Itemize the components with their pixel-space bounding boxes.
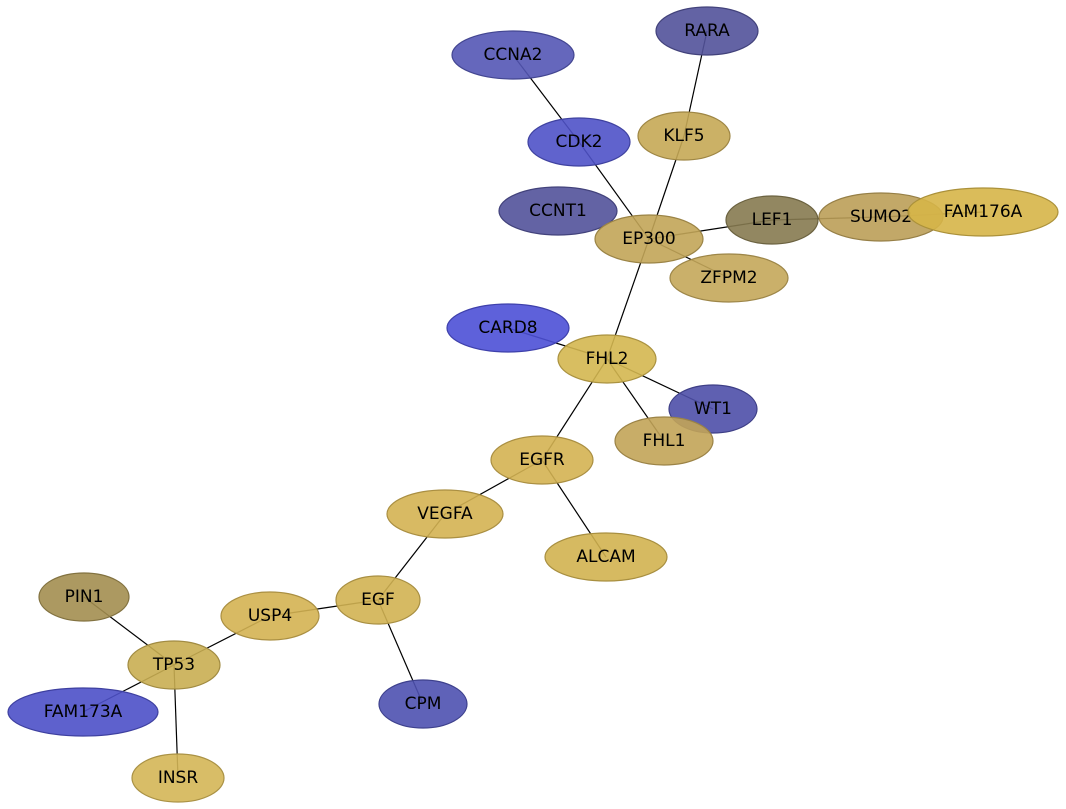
node-label: EGF <box>361 590 395 610</box>
node-fam173a[interactable]: FAM173A <box>7 687 159 737</box>
node-ellipse <box>386 489 504 539</box>
node-label: ALCAM <box>576 547 635 567</box>
node-alcam[interactable]: ALCAM <box>544 532 668 582</box>
node-card8[interactable]: CARD8 <box>446 303 570 353</box>
node-label: LEF1 <box>752 210 793 230</box>
node-label: WT1 <box>694 399 732 419</box>
node-label: INSR <box>158 768 199 788</box>
node-lef1[interactable]: LEF1 <box>725 195 819 245</box>
node-ellipse <box>557 334 657 384</box>
node-ellipse <box>594 214 704 264</box>
node-zfpm2[interactable]: ZFPM2 <box>669 253 789 303</box>
node-label: EGFR <box>519 450 565 470</box>
node-cpm[interactable]: CPM <box>378 679 468 729</box>
node-ellipse <box>655 6 759 56</box>
node-fam176a[interactable]: FAM176A <box>907 187 1059 237</box>
node-label: VEGFA <box>417 504 473 524</box>
node-ellipse <box>38 572 130 622</box>
node-ccnt1[interactable]: CCNT1 <box>498 186 618 236</box>
node-label: RARA <box>684 21 730 41</box>
node-label: FHL2 <box>586 349 629 369</box>
node-label: TP53 <box>152 655 195 675</box>
node-ellipse <box>498 186 618 236</box>
node-rara[interactable]: RARA <box>655 6 759 56</box>
node-ellipse <box>7 687 159 737</box>
node-ellipse <box>544 532 668 582</box>
node-insr[interactable]: INSR <box>131 753 225 803</box>
node-label: CCNT1 <box>529 201 587 221</box>
node-ellipse <box>446 303 570 353</box>
node-label: PIN1 <box>65 587 104 607</box>
node-ellipse <box>378 679 468 729</box>
node-ellipse <box>220 591 320 641</box>
node-ccna2[interactable]: CCNA2 <box>451 30 575 80</box>
node-ellipse <box>637 111 731 161</box>
node-fhl1[interactable]: FHL1 <box>614 416 714 466</box>
node-egf[interactable]: EGF <box>335 575 421 625</box>
node-label: SUMO2 <box>850 207 912 227</box>
node-ellipse <box>451 30 575 80</box>
node-fhl2[interactable]: FHL2 <box>557 334 657 384</box>
node-label: FHL1 <box>643 431 686 451</box>
node-ep300[interactable]: EP300 <box>594 214 704 264</box>
node-pin1[interactable]: PIN1 <box>38 572 130 622</box>
node-ellipse <box>614 416 714 466</box>
node-ellipse <box>527 117 631 167</box>
node-label: CDK2 <box>556 132 603 152</box>
node-ellipse <box>131 753 225 803</box>
node-label: CCNA2 <box>484 45 543 65</box>
node-label: CARD8 <box>478 318 537 338</box>
node-label: KLF5 <box>663 126 704 146</box>
node-ellipse <box>127 640 221 690</box>
node-label: FAM173A <box>44 702 123 722</box>
node-usp4[interactable]: USP4 <box>220 591 320 641</box>
node-label: FAM176A <box>944 202 1023 222</box>
node-egfr[interactable]: EGFR <box>490 435 594 485</box>
node-tp53[interactable]: TP53 <box>127 640 221 690</box>
node-ellipse <box>725 195 819 245</box>
node-label: CPM <box>405 694 442 714</box>
node-ellipse <box>669 253 789 303</box>
node-label: ZFPM2 <box>700 268 757 288</box>
node-cdk2[interactable]: CDK2 <box>527 117 631 167</box>
node-label: USP4 <box>248 606 292 626</box>
node-vegfa[interactable]: VEGFA <box>386 489 504 539</box>
node-label: EP300 <box>622 229 675 249</box>
node-klf5[interactable]: KLF5 <box>637 111 731 161</box>
node-ellipse <box>335 575 421 625</box>
node-ellipse <box>907 187 1059 237</box>
node-ellipse <box>490 435 594 485</box>
